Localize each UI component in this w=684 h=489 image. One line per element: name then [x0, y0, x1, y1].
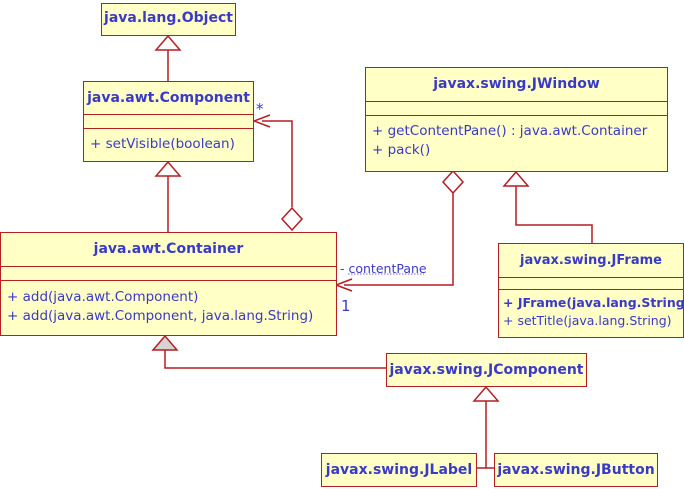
class-javax-swing-jbutton[interactable]: javax.swing.JButton [494, 453, 658, 487]
jcomponent-extends-container-line [164, 350, 386, 369]
class-name: javax.swing.JButton [497, 462, 655, 478]
method: + add(java.awt.Component, java.lang.Stri… [7, 308, 314, 324]
class-name: javax.swing.JLabel [325, 462, 473, 478]
content-pane-role-label: - contentPane [340, 261, 427, 276]
jframe-extends-jwindow-line [515, 186, 593, 243]
component-extends-object-arrow [154, 34, 182, 51]
attributes-compartment [84, 114, 253, 128]
jcomponent-generalization-arrow [472, 385, 500, 402]
methods-compartment: + setVisible(boolean) [84, 128, 253, 154]
jcomponent-extends-container-arrow [151, 334, 179, 351]
jframe-extends-jwindow-arrow [502, 170, 530, 187]
method: + JFrame(java.lang.String) [503, 295, 684, 310]
method: + setVisible(boolean) [90, 136, 235, 152]
children-navigability-arrow [251, 114, 271, 128]
class-javax-swing-jcomponent[interactable]: javax.swing.JComponent [386, 353, 587, 387]
class-name: javax.swing.JFrame [520, 253, 662, 268]
class-name: java.awt.Container [93, 241, 244, 257]
class-javax-swing-jframe[interactable]: javax.swing.JFrame + JFrame(java.lang.St… [498, 243, 684, 338]
methods-compartment: + getContentPane() : java.awt.Container … [366, 115, 667, 160]
class-name: javax.swing.JComponent [389, 362, 584, 378]
children-multiplicity-label: * [256, 100, 264, 118]
method: + pack() [372, 142, 431, 158]
method: + setTitle(java.lang.String) [503, 313, 672, 328]
class-name: javax.swing.JWindow [433, 76, 600, 92]
attributes-compartment [366, 101, 667, 115]
class-javax-swing-jlabel[interactable]: javax.swing.JLabel [321, 453, 477, 487]
attributes-compartment [1, 266, 336, 280]
container-extends-component-arrow [154, 160, 182, 177]
attributes-compartment [499, 277, 683, 289]
class-java-awt-component[interactable]: java.awt.Component + setVisible(boolean) [83, 81, 254, 162]
class-javax-swing-jwindow[interactable]: javax.swing.JWindow + getContentPane() :… [365, 67, 668, 172]
method: + add(java.awt.Component) [7, 289, 199, 305]
content-pane-multiplicity-label: 1 [341, 297, 351, 315]
children-aggregation-line [262, 120, 293, 207]
class-name: java.awt.Component [87, 90, 250, 106]
content-pane-aggregation-diamond [441, 169, 465, 195]
method: + getContentPane() : java.awt.Container [372, 123, 648, 139]
jlabel-extends-jcomponent-line [477, 401, 487, 469]
content-pane-aggregation-line [344, 193, 454, 286]
children-aggregation-diamond [280, 206, 304, 232]
class-java-lang-object[interactable]: java.lang.Object [101, 3, 236, 36]
methods-compartment: + JFrame(java.lang.String) + setTitle(ja… [499, 289, 684, 330]
class-java-awt-container[interactable]: java.awt.Container + add(java.awt.Compon… [0, 232, 337, 336]
class-name: java.lang.Object [104, 10, 233, 26]
methods-compartment: + add(java.awt.Component) + add(java.awt… [1, 280, 336, 326]
